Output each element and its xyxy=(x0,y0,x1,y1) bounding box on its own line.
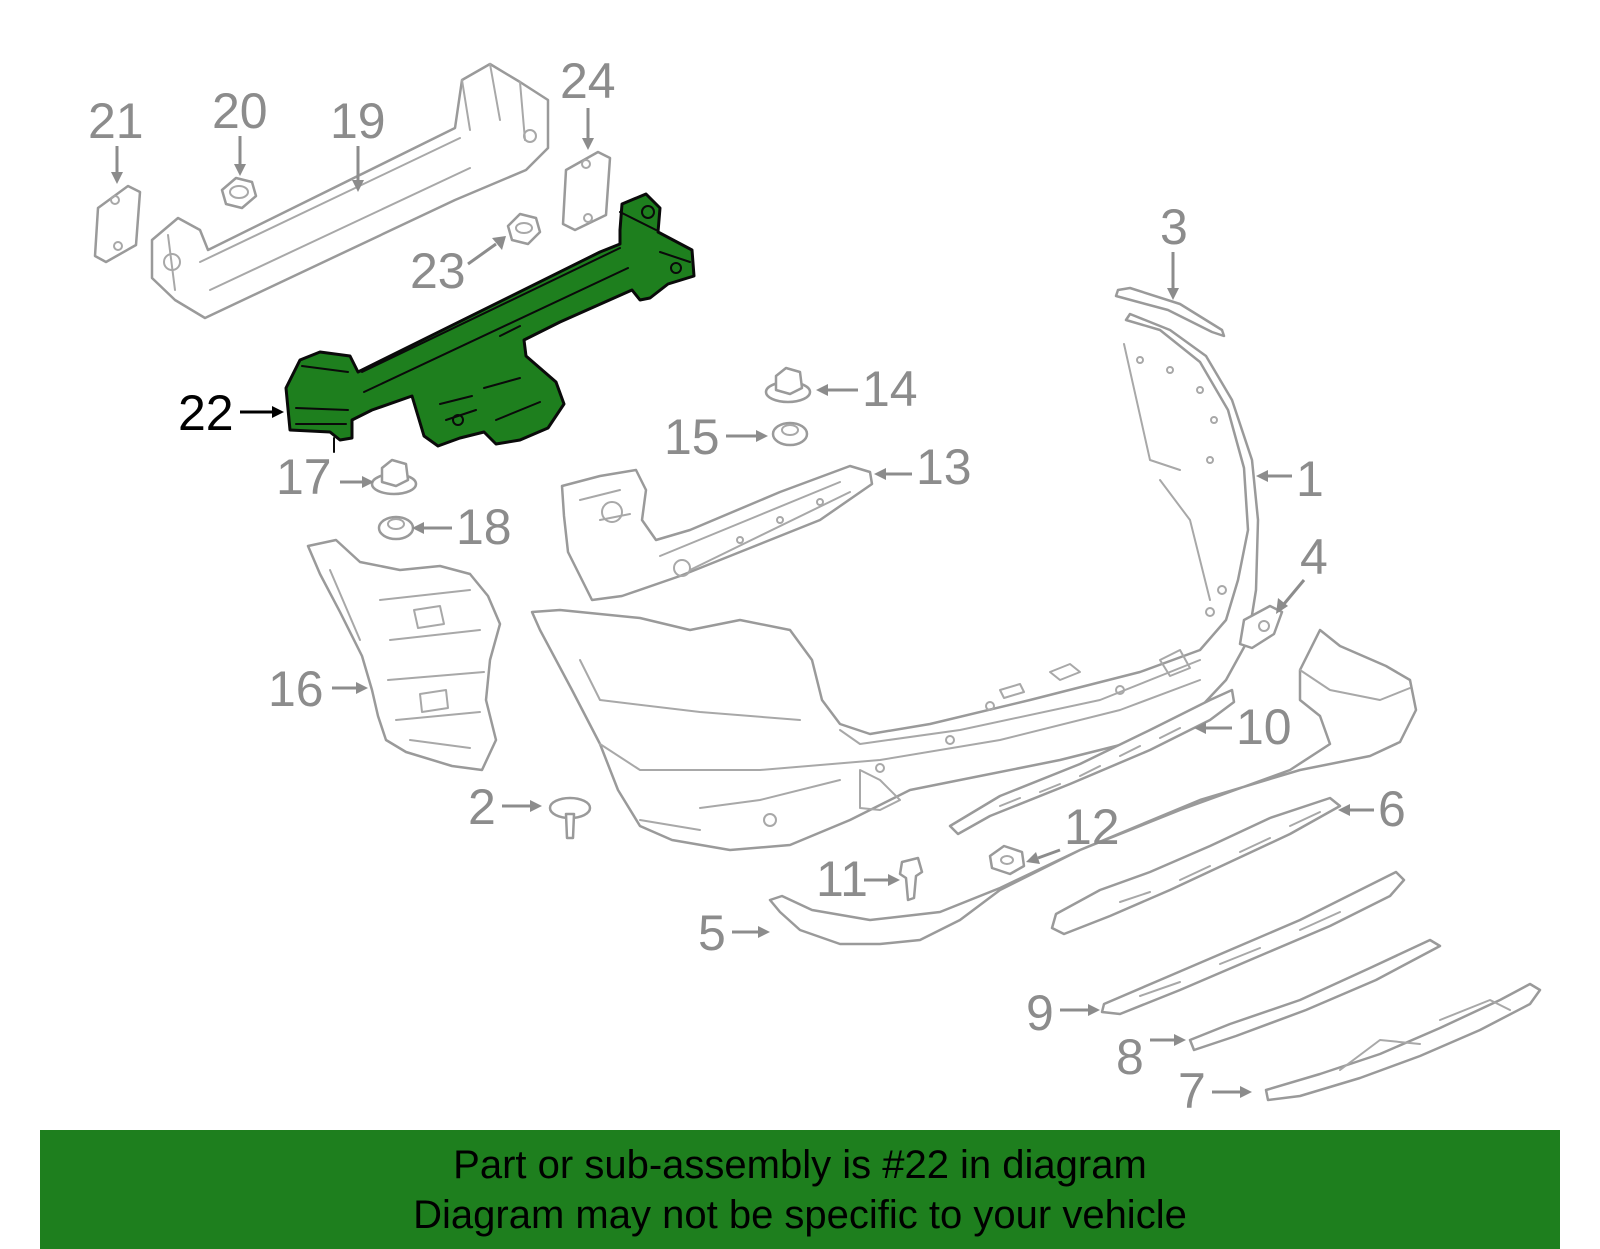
part-3-trim-strip[interactable] xyxy=(1114,286,1226,338)
svg-text:23: 23 xyxy=(410,243,466,299)
info-banner: Part or sub-assembly is #22 in diagram D… xyxy=(40,1130,1560,1249)
svg-text:24: 24 xyxy=(560,53,616,109)
callout-24: 24 xyxy=(560,53,616,150)
svg-text:1: 1 xyxy=(1296,451,1324,507)
svg-text:15: 15 xyxy=(664,409,720,465)
part-23-nut[interactable] xyxy=(506,212,542,246)
part-21-plate[interactable] xyxy=(93,184,142,264)
part-17-nut[interactable] xyxy=(370,458,418,496)
callout-17: 17 xyxy=(276,449,374,505)
svg-text:8: 8 xyxy=(1116,1029,1144,1085)
callout-3: 3 xyxy=(1160,199,1188,300)
svg-text:22: 22 xyxy=(178,385,234,441)
part-10-inner-bracket[interactable] xyxy=(948,688,1236,836)
callout-15: 15 xyxy=(664,409,768,465)
callout-19: 19 xyxy=(330,93,386,192)
part-18-washer[interactable] xyxy=(377,515,415,541)
svg-text:2: 2 xyxy=(468,779,496,835)
part-4-bracket[interactable] xyxy=(1238,604,1284,650)
svg-text:16: 16 xyxy=(268,661,324,717)
callout-14: 14 xyxy=(816,361,918,417)
part-7-bottom-tray[interactable] xyxy=(1264,982,1542,1102)
callout-2: 2 xyxy=(468,779,542,835)
svg-text:9: 9 xyxy=(1026,985,1054,1041)
part-13-side-bracket[interactable] xyxy=(560,464,874,602)
callout-16: 16 xyxy=(268,661,368,717)
svg-text:5: 5 xyxy=(698,905,726,961)
callout-12: 12 xyxy=(1026,799,1120,864)
part-16-corner-bracket[interactable] xyxy=(306,538,502,772)
callout-21: 21 xyxy=(88,93,144,184)
part-6-lower-trim[interactable] xyxy=(1050,796,1342,936)
part-2-push-pin[interactable] xyxy=(548,796,592,840)
banner-part-line: Part or sub-assembly is #22 in diagram xyxy=(453,1142,1147,1187)
banner-disclaimer-line: Diagram may not be specific to your vehi… xyxy=(413,1192,1187,1237)
callout-6: 6 xyxy=(1338,781,1406,837)
part-20-nut[interactable] xyxy=(220,176,258,210)
callout-23: 23 xyxy=(410,236,506,299)
part-8-lower-strip[interactable] xyxy=(1188,938,1442,1052)
part-9-lower-strip[interactable] xyxy=(1100,870,1406,1016)
part-22-tow-hitch[interactable] xyxy=(284,192,696,453)
svg-text:13: 13 xyxy=(916,439,972,495)
part-14-nut[interactable] xyxy=(764,366,812,404)
part-15-washer[interactable] xyxy=(771,421,809,447)
svg-text:11: 11 xyxy=(816,851,868,907)
part-12-clip[interactable] xyxy=(988,844,1026,876)
callout-7: 7 xyxy=(1178,1063,1252,1119)
part-24-plate[interactable] xyxy=(561,150,612,232)
svg-text:3: 3 xyxy=(1160,199,1188,255)
callout-20: 20 xyxy=(212,83,268,176)
callout-5: 5 xyxy=(698,905,770,961)
svg-text:14: 14 xyxy=(862,361,918,417)
svg-text:20: 20 xyxy=(212,83,268,139)
callout-9: 9 xyxy=(1026,985,1100,1041)
part-5-lower-valance[interactable] xyxy=(768,628,1418,946)
svg-text:7: 7 xyxy=(1178,1063,1206,1119)
svg-text:6: 6 xyxy=(1378,781,1406,837)
svg-text:10: 10 xyxy=(1236,699,1292,755)
svg-text:18: 18 xyxy=(456,499,512,555)
svg-text:21: 21 xyxy=(88,93,144,149)
callout-4: 4 xyxy=(1276,529,1328,614)
part-11-fastener[interactable] xyxy=(898,856,924,902)
callout-10: 10 xyxy=(1194,699,1292,755)
svg-text:4: 4 xyxy=(1300,529,1328,585)
callout-8: 8 xyxy=(1116,1029,1186,1085)
callout-13: 13 xyxy=(874,439,972,495)
svg-text:17: 17 xyxy=(276,449,332,505)
part-19-reinforcement[interactable] xyxy=(150,62,550,320)
callout-1: 1 xyxy=(1256,451,1324,507)
callout-22: 22 xyxy=(178,385,284,441)
callout-18: 18 xyxy=(412,499,512,555)
svg-text:19: 19 xyxy=(330,93,386,149)
callout-11: 11 xyxy=(816,851,900,907)
svg-text:12: 12 xyxy=(1064,799,1120,855)
